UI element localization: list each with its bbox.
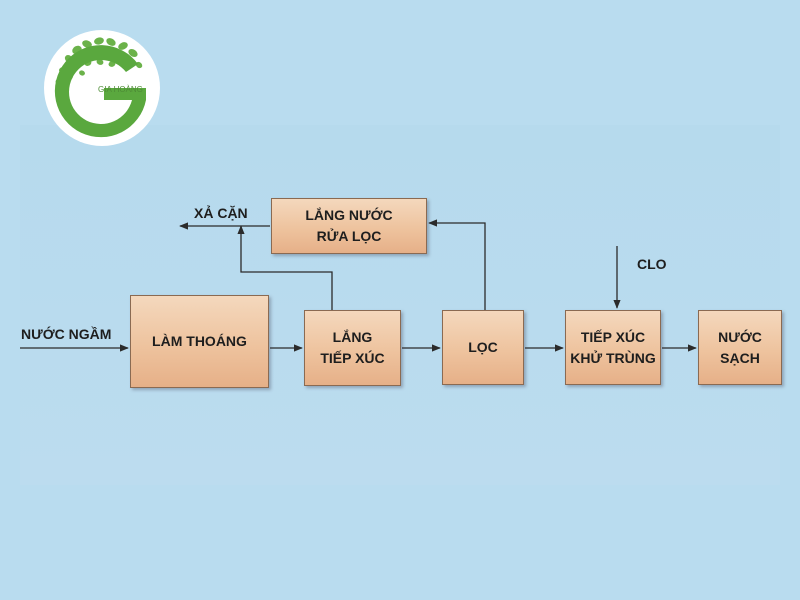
clean-label-line1: NƯỚC — [718, 328, 762, 345]
gia-hoang-logo: GIA HOÀNG — [42, 28, 162, 148]
disinfect-box: TIẾP XÚC KHỬ TRÙNG — [565, 310, 661, 385]
logo-text: GIA HOÀNG — [98, 85, 143, 94]
settle-box: LẮNG TIẾP XÚC — [304, 310, 401, 386]
clean-water-box: NƯỚC SẠCH — [698, 310, 782, 385]
filter-box: LỌC — [442, 310, 524, 385]
chlorine-label: CLO — [637, 256, 667, 272]
input-label: NƯỚC NGẦM — [21, 326, 112, 342]
backwash-label-line1: LẮNG NƯỚC — [305, 207, 393, 223]
settle-label-line1: LẮNG — [332, 329, 373, 345]
arrow-filter-to-backwash — [428, 219, 486, 310]
arrow-settle-to-sludge — [237, 225, 333, 310]
disinfect-label-line2: KHỬ TRÙNG — [570, 349, 656, 366]
clean-label-line2: SẠCH — [720, 349, 760, 366]
sludge-label: XẢ CẶN — [194, 205, 248, 221]
backwash-label-line2: RỬA LỌC — [316, 228, 382, 244]
filter-label: LỌC — [468, 339, 498, 355]
backwash-box: LẮNG NƯỚC RỬA LỌC — [271, 198, 427, 254]
settle-label-line2: TIẾP XÚC — [320, 350, 385, 366]
aeration-label: LÀM THOÁNG — [152, 333, 247, 349]
aeration-box: LÀM THOÁNG — [130, 295, 269, 388]
disinfect-label-line1: TIẾP XÚC — [580, 328, 646, 345]
